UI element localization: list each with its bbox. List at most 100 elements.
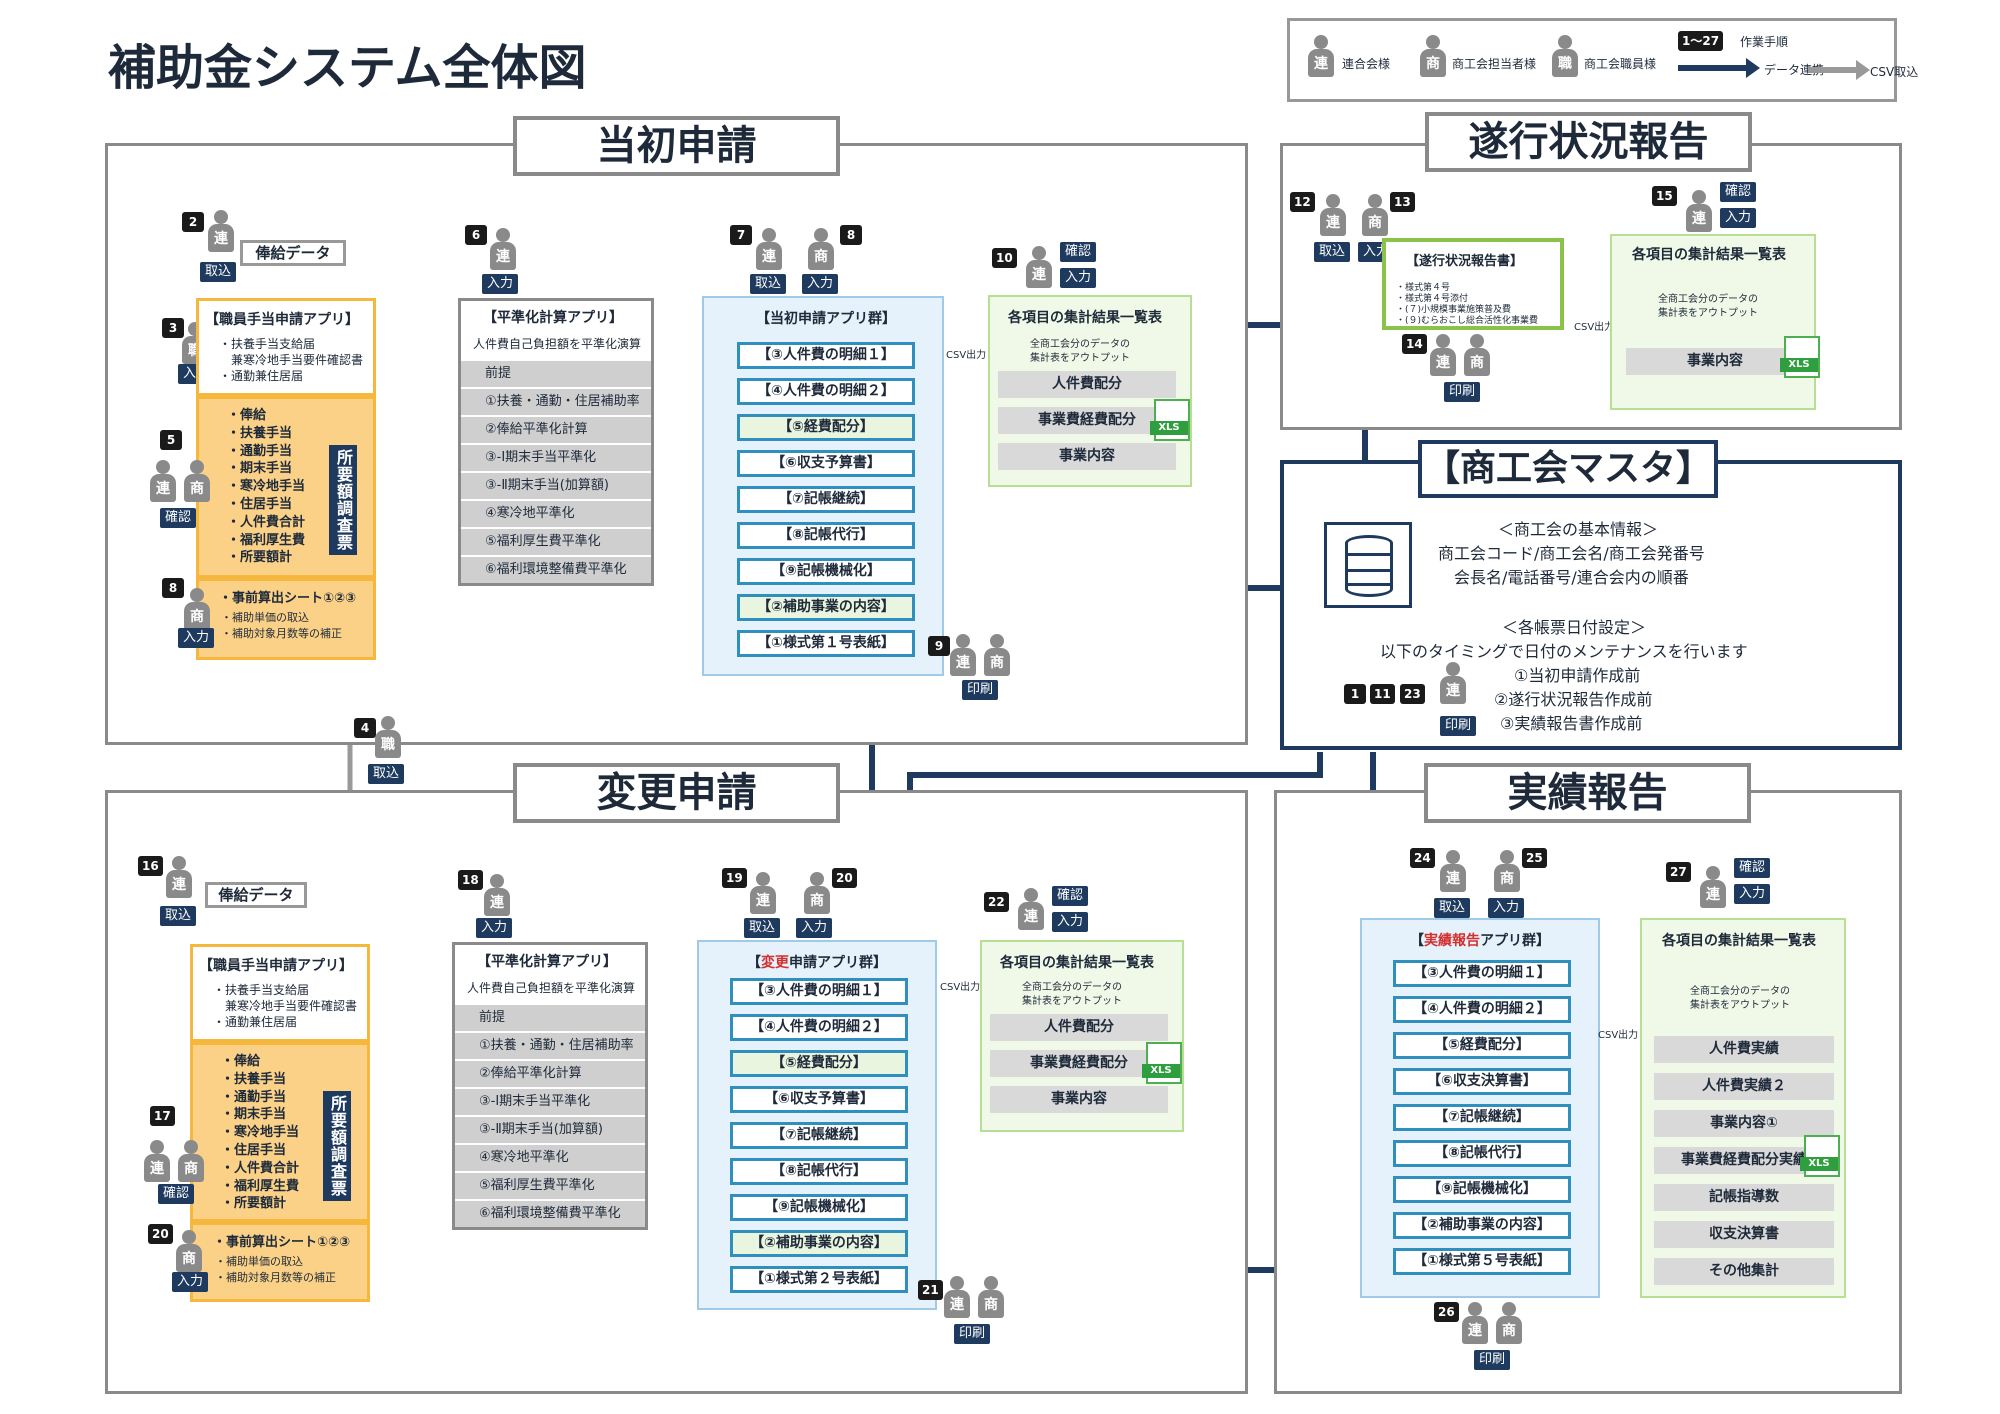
text: 全商工会分のデータの bbox=[1030, 339, 1130, 350]
action-tag: 入力 bbox=[802, 274, 839, 294]
text: 集計表をアウトプット bbox=[1658, 308, 1758, 319]
app-item[interactable]: 【⑤経費配分】 bbox=[1393, 1032, 1571, 1059]
text: 商工会コード/商工会名/商工会発番号 bbox=[1438, 544, 1705, 563]
app-item[interactable]: 【⑦記帳継続】 bbox=[737, 486, 915, 513]
person-icon: 連 bbox=[1700, 866, 1726, 908]
step-badge: 12 bbox=[1290, 192, 1315, 212]
pre-sheet-box: ・事前算出シート①②③ ・補助単価の取込 ・補助対象月数等の補正 bbox=[190, 1222, 370, 1302]
app-item[interactable]: 【④人件費の明細２】 bbox=[737, 378, 915, 405]
survey-vertical-label: 所要額調査票 bbox=[323, 1091, 351, 1201]
initial-apps-title: 【当初申請アプリ群】 bbox=[756, 311, 896, 327]
step-badge: 15 bbox=[1652, 186, 1677, 206]
person-icon: 商 bbox=[178, 1140, 204, 1182]
leveling-row: ⑤福利厚生費平準化 bbox=[461, 527, 651, 555]
text: ①当初申請作成前 bbox=[1514, 666, 1641, 685]
app-item[interactable]: 【①様式第５号表紙】 bbox=[1393, 1248, 1571, 1275]
summary-row: 収支決算書 bbox=[1654, 1221, 1834, 1248]
app-item[interactable]: 【⑨記帳機械化】 bbox=[730, 1194, 908, 1221]
leveling-row: ①扶養・通勤・住居補助率 bbox=[461, 387, 651, 415]
section-title-actual: 実績報告 bbox=[1424, 763, 1751, 823]
xls-icon: XLS bbox=[1780, 336, 1820, 378]
survey-box: ・俸給・扶養手当・通勤手当・期末手当・寒冷地手当・住居手当・人件費合計・福利厚生… bbox=[196, 396, 376, 578]
action-tag: 確認 bbox=[158, 1184, 195, 1204]
app-item[interactable]: 【⑨記帳機械化】 bbox=[737, 558, 915, 585]
person-icon: 商 bbox=[1494, 850, 1520, 892]
text: ＜各帳票日付設定＞ bbox=[1502, 618, 1647, 637]
app-item[interactable]: 【⑤経費配分】 bbox=[730, 1050, 908, 1077]
action-tag: 入力 bbox=[1720, 208, 1757, 228]
survey-items: ・俸給・扶養手当・通勤手当・期末手当・寒冷地手当・住居手当・人件費合計・福利厚生… bbox=[221, 1054, 300, 1212]
app-item[interactable]: 【⑧記帳代行】 bbox=[1393, 1140, 1571, 1167]
text: 人件費自己負担額を平準化演算 bbox=[467, 981, 636, 995]
summary-row: その他集計 bbox=[1654, 1258, 1834, 1285]
person-icon: 連 bbox=[150, 460, 176, 502]
text: ・(７)小規模事業施策普及費 bbox=[1396, 305, 1512, 315]
text: ・補助単価の取込 bbox=[215, 1255, 303, 1268]
leveling-row: 前提 bbox=[455, 1003, 645, 1031]
app-item[interactable]: 【⑦記帳継続】 bbox=[1393, 1104, 1571, 1131]
step-badge: 7 bbox=[730, 225, 752, 245]
leveling-row: ④寒冷地平準化 bbox=[461, 499, 651, 527]
app-item[interactable]: 【③人件費の明細１】 bbox=[737, 342, 915, 369]
summary-row: 記帳指導数 bbox=[1654, 1184, 1834, 1211]
survey-items: ・俸給・扶養手当・通勤手当・期末手当・寒冷地手当・住居手当・人件費合計・福利厚生… bbox=[227, 408, 306, 566]
staff-app-title: 【職員手当申請アプリ】 bbox=[205, 312, 359, 328]
person-icon: 商 bbox=[1464, 334, 1490, 376]
app-item[interactable]: 【④人件費の明細２】 bbox=[730, 1014, 908, 1041]
app-item[interactable]: 【①様式第２号表紙】 bbox=[730, 1266, 908, 1293]
step-badge: 8 bbox=[840, 225, 862, 245]
app-item[interactable]: 【⑥収支予算書】 bbox=[730, 1086, 908, 1113]
app-item[interactable]: 【⑨記帳機械化】 bbox=[1393, 1176, 1571, 1203]
text: ・扶養手当支給届 bbox=[213, 983, 310, 997]
app-item[interactable]: 【③人件費の明細１】 bbox=[1393, 960, 1571, 987]
text: ・通勤兼住居届 bbox=[219, 369, 304, 383]
leveling-row: ③-Ⅰ期末手当平準化 bbox=[455, 1087, 645, 1115]
action-tag: 入力 bbox=[1734, 884, 1771, 904]
person-icon: 商 bbox=[808, 228, 834, 270]
app-item[interactable]: 【②補助事業の内容】 bbox=[1393, 1212, 1571, 1239]
staff-app-box: 【職員手当申請アプリ】 ・扶養手当支給届 兼寒冷地手当要件確認書 ・通勤兼住居届 bbox=[190, 944, 370, 1042]
csv-out-label: CSV出力 bbox=[946, 350, 987, 361]
person-icon: 連 bbox=[208, 210, 234, 252]
app-item[interactable]: 【②補助事業の内容】 bbox=[730, 1230, 908, 1257]
arrow-head bbox=[1856, 60, 1870, 80]
step-badge: 4 bbox=[354, 718, 376, 738]
summary-row: 人件費実績２ bbox=[1654, 1073, 1834, 1100]
step-badge: 22 bbox=[984, 892, 1009, 912]
step-badge: 20 bbox=[148, 1224, 173, 1244]
person-icon: 連 bbox=[484, 874, 510, 916]
app-item[interactable]: 【⑧記帳代行】 bbox=[730, 1158, 908, 1185]
person-icon: 連 bbox=[756, 228, 782, 270]
action-tag: 入力 bbox=[482, 274, 519, 294]
action-tag: 取込 bbox=[200, 262, 237, 282]
app-item[interactable]: 【⑥収支決算書】 bbox=[1393, 1068, 1571, 1095]
person-icon: 商 bbox=[184, 460, 210, 502]
step-badge: 5 bbox=[160, 430, 182, 450]
action-tag: 入力 bbox=[1052, 912, 1089, 932]
app-item[interactable]: 【⑥収支予算書】 bbox=[737, 450, 915, 477]
action-tag: 印刷 bbox=[962, 680, 999, 700]
text: 全商工会分のデータの bbox=[1022, 982, 1122, 993]
action-tag: 取込 bbox=[1434, 898, 1471, 918]
legend-label: 作業手順 bbox=[1740, 35, 1789, 49]
staff-app-box: 【職員手当申請アプリ】 ・扶養手当支給届 兼寒冷地手当要件確認書 ・通勤兼住居届 bbox=[196, 298, 376, 396]
person-icon: 連 bbox=[1018, 888, 1044, 930]
app-item[interactable]: 【⑧記帳代行】 bbox=[737, 522, 915, 549]
leveling-row: ⑤福利厚生費平準化 bbox=[455, 1171, 645, 1199]
person-icon: 商 bbox=[804, 872, 830, 914]
app-item[interactable]: 【④人件費の明細２】 bbox=[1393, 996, 1571, 1023]
section-title-initial: 当初申請 bbox=[513, 116, 840, 176]
leveling-row: ③-Ⅱ期末手当(加算額) bbox=[455, 1115, 645, 1143]
app-item[interactable]: 【③人件費の明細１】 bbox=[730, 978, 908, 1005]
person-icon: 連 bbox=[750, 872, 776, 914]
leveling-row: ⑥福利環境整備費平準化 bbox=[461, 555, 651, 583]
app-item[interactable]: 【②補助事業の内容】 bbox=[737, 594, 915, 621]
change-apps-title: 【変更申請アプリ群】 bbox=[747, 955, 887, 971]
legend-label: 商工会担当者様 bbox=[1452, 57, 1537, 71]
app-item[interactable]: 【⑦記帳継続】 bbox=[730, 1122, 908, 1149]
app-item[interactable]: 【①様式第１号表紙】 bbox=[737, 630, 915, 657]
leveling-row: ③-Ⅰ期末手当平準化 bbox=[461, 443, 651, 471]
text: 以下のタイミングで日付のメンテナンスを行います bbox=[1380, 642, 1748, 661]
csv-out-label: CSV出力 bbox=[940, 982, 981, 993]
app-item[interactable]: 【⑤経費配分】 bbox=[737, 414, 915, 441]
